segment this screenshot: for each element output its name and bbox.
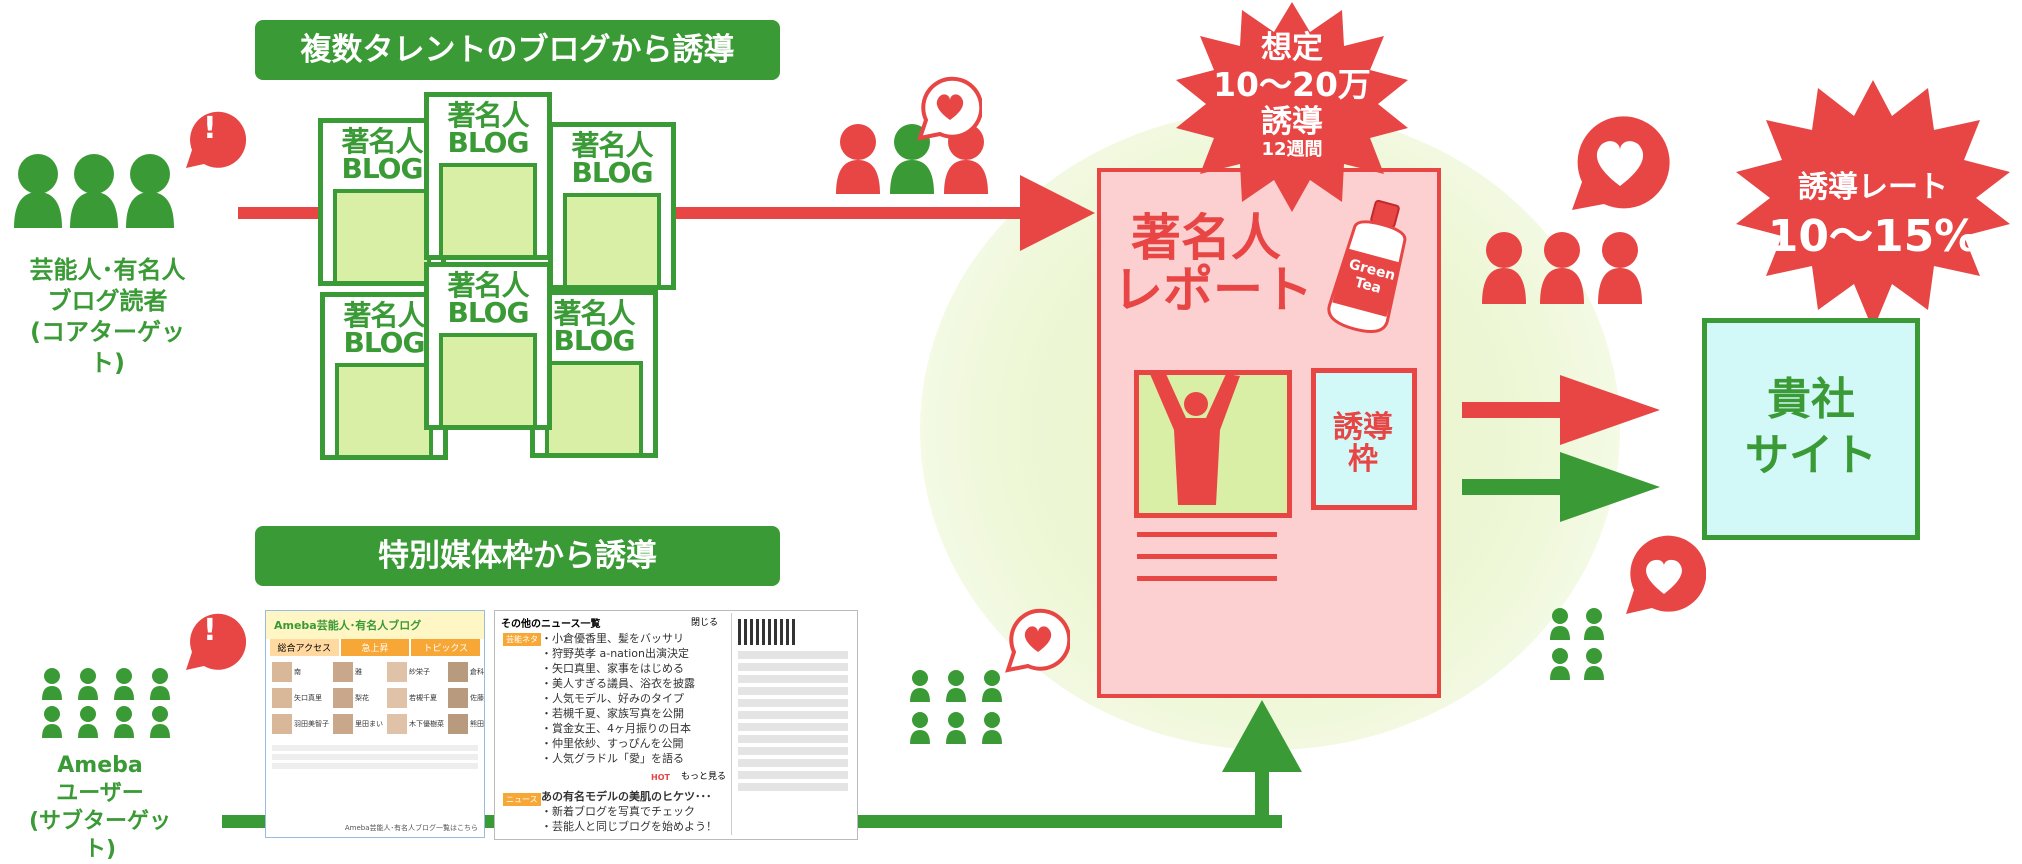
flow-arrows <box>222 175 1660 828</box>
heart-bubble-icon <box>1005 608 1070 673</box>
estimate-burst <box>1176 2 1408 212</box>
guide-slot <box>1311 368 1417 510</box>
news-item[interactable]: ・賞金女王、4ヶ月振りの日本 <box>541 722 691 735</box>
news-item[interactable]: ・美人すぎる議員、浴衣を披露 <box>541 677 695 690</box>
text-line <box>1137 532 1277 537</box>
heart-bubble-icon <box>1626 535 1706 614</box>
news-list: ・小倉優香里、髪をバッサリ ・狩野英孝 a-nation出演決定 ・矢口真里、家… <box>541 631 695 766</box>
avatar[interactable]: 紗栄子 <box>387 662 444 682</box>
company-site-label: 貴社 サイト <box>1745 374 1877 481</box>
tab-rising[interactable]: 急上昇 <box>340 639 410 656</box>
close-link[interactable]: 閉じる <box>691 618 719 628</box>
tab-topics[interactable]: トピックス <box>411 639 481 656</box>
rate-burst <box>1736 80 2010 330</box>
sidebar-column <box>731 613 854 835</box>
exclamation-mark: ! <box>203 613 217 648</box>
fan-photo <box>335 363 433 459</box>
news-item[interactable]: ・人気グラドル「愛」を語る <box>541 752 684 765</box>
core-target-people-icon <box>14 154 174 228</box>
news-item[interactable]: ・若槻千夏、家族写真を公開 <box>541 707 684 720</box>
core-target-label: 芸能人･有名人 ブログ読者 (コアターゲット) <box>29 256 186 377</box>
news-item[interactable]: ・狩野英孝 a-nation出演決定 <box>541 647 689 660</box>
fan-silhouette-icon <box>1150 374 1240 505</box>
avatar[interactable]: 雅 <box>333 662 383 682</box>
news-item[interactable]: ・仲里依紗、すっぴんを公開 <box>541 737 684 750</box>
fan-photo <box>439 333 537 429</box>
ameba-blog-panel: Ameba芸能人･有名人ブログ 総合アクセス 急上昇 トピックス 南 雅 紗栄子… <box>265 610 485 838</box>
more-link[interactable]: もっと見る <box>681 772 727 782</box>
small-people-icon <box>1550 608 1604 680</box>
category-badge: 芸能ネタ <box>503 633 541 646</box>
exclamation-bubble-icon <box>186 613 247 670</box>
avatar[interactable]: 矢口真里 <box>272 688 329 708</box>
ameba-panel-header: Ameba芸能人･有名人ブログ <box>266 611 484 639</box>
avatar[interactable]: 熊田曜子 <box>448 714 484 734</box>
news-highlight[interactable]: あの有名モデルの美肌のヒケツ･･･ <box>541 790 712 803</box>
heart-bubble-icon <box>917 76 982 141</box>
fan-photo <box>333 189 431 285</box>
bottom-banner: 特別媒体枠から誘導 <box>255 526 780 586</box>
avatar[interactable]: 里田まい <box>333 714 383 734</box>
report-title-1: 著名人 <box>1131 209 1281 267</box>
avatar[interactable]: 若槻千夏 <box>387 688 444 708</box>
tab-ranking[interactable]: 総合アクセス <box>270 639 339 656</box>
avatar[interactable]: 倉科カナ <box>448 662 484 682</box>
top-banner: 複数タレントのブログから誘導 <box>255 20 780 80</box>
news-badge: ニュース <box>503 793 541 806</box>
news-item[interactable]: ・小倉優香里、髪をバッサリ <box>541 632 684 645</box>
news-item[interactable]: ・新着ブログを写真でチェック <box>541 805 695 818</box>
avatar[interactable]: 梨花 <box>333 688 383 708</box>
tea-bottle-icon <box>1327 199 1407 333</box>
ameba-users-icon <box>42 668 170 738</box>
heart-bubble-icon <box>1572 116 1670 210</box>
news-item[interactable]: ・矢口真里、家事をはじめる <box>541 662 684 675</box>
news-item[interactable]: ・人気モデル、好みのタイプ <box>541 692 684 705</box>
rate-burst-line2: 10～15% <box>1767 211 1979 262</box>
news-item[interactable]: ・芸能人と同じブログを始めよう！ <box>541 820 717 833</box>
exclamation-bubble-icon <box>186 111 247 168</box>
sub-target-label: Ameba ユーザー (サブターゲット) <box>28 753 172 862</box>
fan-photo <box>563 193 661 289</box>
ameba-panel-footer[interactable]: Ameba芸能人･有名人ブログ一覧はこちら <box>344 824 478 832</box>
report-title-2: レポート <box>1113 261 1313 319</box>
avatar[interactable]: 木下優樹菜 <box>387 714 444 734</box>
hot-badge: HOT <box>651 773 670 782</box>
avatar[interactable]: 南 <box>272 662 329 682</box>
converted-people-icon <box>1482 232 1642 304</box>
ameba-user-group-icon <box>910 670 1002 744</box>
text-line <box>1137 554 1277 559</box>
text-line <box>1137 576 1277 581</box>
estimate-burst-text: 想定 10～20万 誘導 12週間 <box>1213 30 1371 160</box>
news-extra-list: あの有名モデルの美肌のヒケツ･･･ ・新着ブログを写真でチェック ・芸能人と同じ… <box>541 789 717 834</box>
fan-photo <box>439 163 537 259</box>
guide-slot-label: 誘導枠 <box>1333 410 1393 477</box>
news-list-panel: その他のニュース一覧 閉じる 芸能ネタ ・小倉優香里、髪をバッサリ ・狩野英孝 … <box>494 610 858 840</box>
news-header: その他のニュース一覧 <box>501 619 601 630</box>
avatar[interactable]: 羽田美智子 <box>272 714 329 734</box>
fan-photo <box>545 361 643 457</box>
avatar[interactable]: 佐藤寛子 <box>448 688 484 708</box>
exclamation-mark: ! <box>203 111 217 146</box>
company-site <box>1702 318 1920 540</box>
rate-burst-line1: 誘導レート <box>1798 170 1948 205</box>
